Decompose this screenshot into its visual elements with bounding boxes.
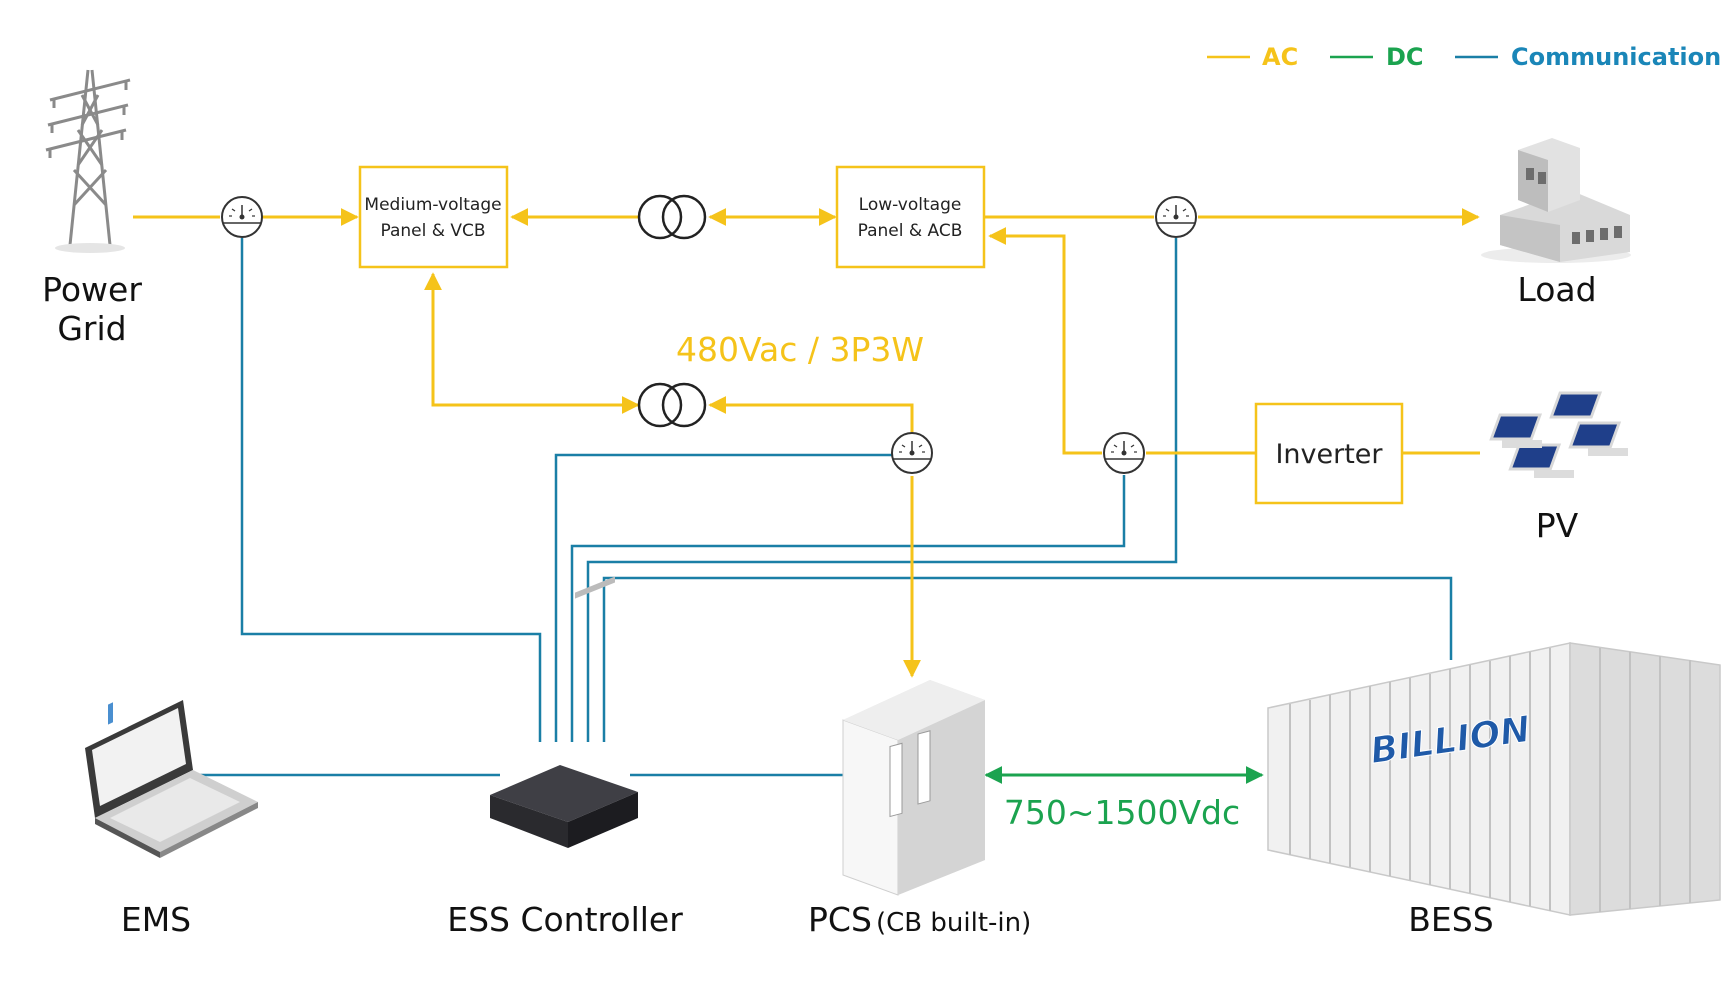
bess-label: BESS bbox=[1408, 900, 1493, 939]
power-grid-label-line1: Power bbox=[42, 270, 142, 309]
controller-box-icon bbox=[490, 576, 638, 848]
building-icon bbox=[1481, 138, 1631, 263]
legend-ac-label: AC bbox=[1262, 43, 1298, 71]
ac-line-mv-xfmr2 bbox=[424, 272, 640, 414]
comm-line-load-meter bbox=[586, 238, 1178, 742]
solar-panel-icon bbox=[1489, 391, 1628, 478]
meter-icon bbox=[891, 432, 933, 474]
ess-controller-label: ESS Controller bbox=[447, 900, 683, 939]
ac-lines bbox=[133, 208, 1480, 678]
transformer-icon bbox=[637, 382, 707, 428]
meter-icon bbox=[1155, 196, 1197, 238]
ac-line-pcs-meter-xfmr2 bbox=[708, 396, 914, 432]
medium-voltage-panel: Medium-voltage Panel & VCB bbox=[358, 165, 509, 269]
dc-voltage-annotation: 750~1500Vdc bbox=[1004, 793, 1240, 832]
load-label: Load bbox=[1517, 270, 1596, 309]
cabinet-icon bbox=[842, 680, 985, 896]
ems-label: EMS bbox=[121, 900, 191, 939]
low-voltage-panel: Low-voltage Panel & ACB bbox=[835, 165, 986, 269]
transformer-icon bbox=[637, 194, 707, 240]
pcs-sublabel: (CB built-in) bbox=[876, 908, 1031, 938]
laptop-icon bbox=[85, 700, 258, 858]
ac-line-pv-lv bbox=[988, 227, 1102, 455]
meter-icon bbox=[1103, 432, 1145, 474]
inverter-label: Inverter bbox=[1275, 439, 1383, 470]
meter-icon bbox=[221, 196, 263, 238]
legend: AC DC Communication bbox=[1207, 43, 1721, 71]
transmission-tower-icon bbox=[45, 69, 131, 253]
pcs-label: PCS bbox=[808, 900, 872, 939]
mv-panel-line1: Medium-voltage bbox=[364, 195, 501, 215]
mv-panel-line2: Panel & VCB bbox=[380, 221, 485, 241]
legend-communication-label: Communication bbox=[1511, 43, 1721, 71]
ac-voltage-annotation: 480Vac / 3P3W bbox=[676, 330, 924, 369]
inverter-box: Inverter bbox=[1254, 402, 1404, 505]
container-icon: BILLION bbox=[1267, 642, 1721, 916]
comm-line-grid-meter bbox=[240, 238, 542, 742]
pv-label: PV bbox=[1536, 506, 1579, 545]
lv-panel-line1: Low-voltage bbox=[859, 195, 962, 215]
comm-line-pcs-meter bbox=[554, 453, 900, 742]
legend-dc-label: DC bbox=[1386, 43, 1424, 71]
comm-line-pv-meter bbox=[570, 475, 1126, 742]
comm-line-bess bbox=[602, 576, 1453, 742]
power-grid-label-line2: Grid bbox=[57, 309, 126, 348]
communication-lines bbox=[200, 238, 1453, 777]
lv-panel-line2: Panel & ACB bbox=[858, 221, 963, 241]
